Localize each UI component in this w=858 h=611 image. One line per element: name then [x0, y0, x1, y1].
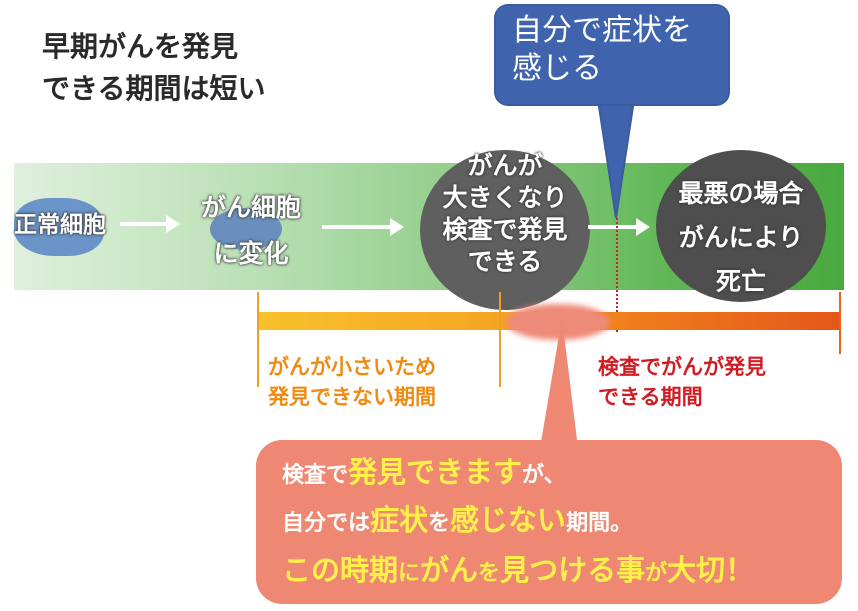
- stage-death: 最悪の場合 がんにより 死亡: [660, 172, 822, 304]
- stage-normal-label: 正常細胞: [14, 212, 106, 238]
- symptom-callout-text: 自分で症状を 感じる: [512, 12, 722, 88]
- message-text: を: [428, 511, 451, 536]
- cancer-cell-blob: [210, 208, 282, 250]
- period-undetectable-line-1: がんが小さいため: [268, 355, 436, 379]
- arrow-right-icon: [588, 225, 638, 229]
- stage-normal-cell: 正常細胞: [8, 210, 112, 240]
- arrow-right-icon: [322, 225, 392, 229]
- stage-death-line-3: 死亡: [715, 267, 766, 296]
- arrow-head-icon: [636, 218, 650, 236]
- symptom-marker-line: [616, 218, 618, 332]
- arrow-head-icon: [166, 215, 180, 233]
- message-text: 検査で: [282, 463, 349, 488]
- period-undetectable-line-2: 発見できない期間: [268, 385, 436, 409]
- timeline-tick-end: [839, 292, 841, 354]
- message-highlight: 症状: [370, 503, 429, 537]
- stage-detect-line-1: がんが: [467, 151, 543, 180]
- symptom-callout-box: [496, 6, 728, 104]
- callout-line-2: 感じる: [512, 51, 602, 86]
- message-highlight: 感じない: [450, 503, 567, 537]
- stage-death-line-2: がんにより: [678, 223, 804, 252]
- headline-line-1: 早期がんを発見: [42, 30, 239, 63]
- headline-line-2: できる期間は短い: [42, 72, 266, 105]
- callout-line-1: 自分で症状を: [512, 13, 692, 48]
- message-line-1: 検査で発見できますが、: [282, 452, 566, 496]
- timeline-tick-mid: [499, 292, 501, 387]
- normal-cell-blob: [14, 198, 104, 256]
- highlight-spot: [506, 304, 610, 340]
- period-detectable-line-1: 検査でがんが発見: [598, 355, 766, 379]
- message-highlight: がん: [420, 553, 479, 587]
- death-blob: [656, 150, 826, 302]
- message-highlight: 見つける事: [500, 553, 646, 587]
- stage-detect-line-4: できる: [467, 247, 543, 276]
- message-highlight: 発見できます: [348, 455, 523, 489]
- timeline-tick-start: [257, 292, 259, 387]
- message-particle: に: [398, 561, 421, 586]
- period-detectable-line-2: できる期間: [598, 385, 703, 409]
- arrow-right-icon: [120, 222, 168, 226]
- message-text: が、: [522, 463, 566, 488]
- message-text: 自分では: [282, 511, 371, 536]
- stage-detect-line-3: 検査で発見: [442, 215, 568, 244]
- stage-detect-line-2: 大きくなり: [442, 183, 568, 212]
- stage-detectable: がんが 大きくなり 検査で発見 できる: [424, 150, 586, 278]
- headline: 早期がんを発見 できる期間は短い: [42, 26, 342, 110]
- period-undetectable-label: がんが小さいため 発見できない期間: [268, 352, 498, 412]
- message-line-3: この時期にがんを見つける事が大切！: [282, 548, 754, 596]
- arrow-head-icon: [390, 218, 404, 236]
- message-box: [256, 440, 842, 604]
- stage-change-line-2: に変化: [213, 239, 289, 268]
- stage-change-line-1: がん細胞: [200, 193, 301, 222]
- detectable-cancer-blob: [420, 150, 590, 310]
- message-particle: が: [645, 561, 668, 586]
- message-text: 期間。: [566, 511, 633, 536]
- period-detectable-label: 検査でがんが発見 できる期間: [598, 352, 828, 412]
- message-line-2: 自分では症状を感じない期間。: [282, 500, 632, 544]
- stage-death-line-1: 最悪の場合: [678, 179, 804, 208]
- stage-cancer-change: がん細胞 に変化: [196, 185, 306, 277]
- message-particle: を: [478, 561, 501, 586]
- message-highlight: 大切！: [667, 553, 755, 587]
- message-highlight: この時期: [282, 553, 399, 587]
